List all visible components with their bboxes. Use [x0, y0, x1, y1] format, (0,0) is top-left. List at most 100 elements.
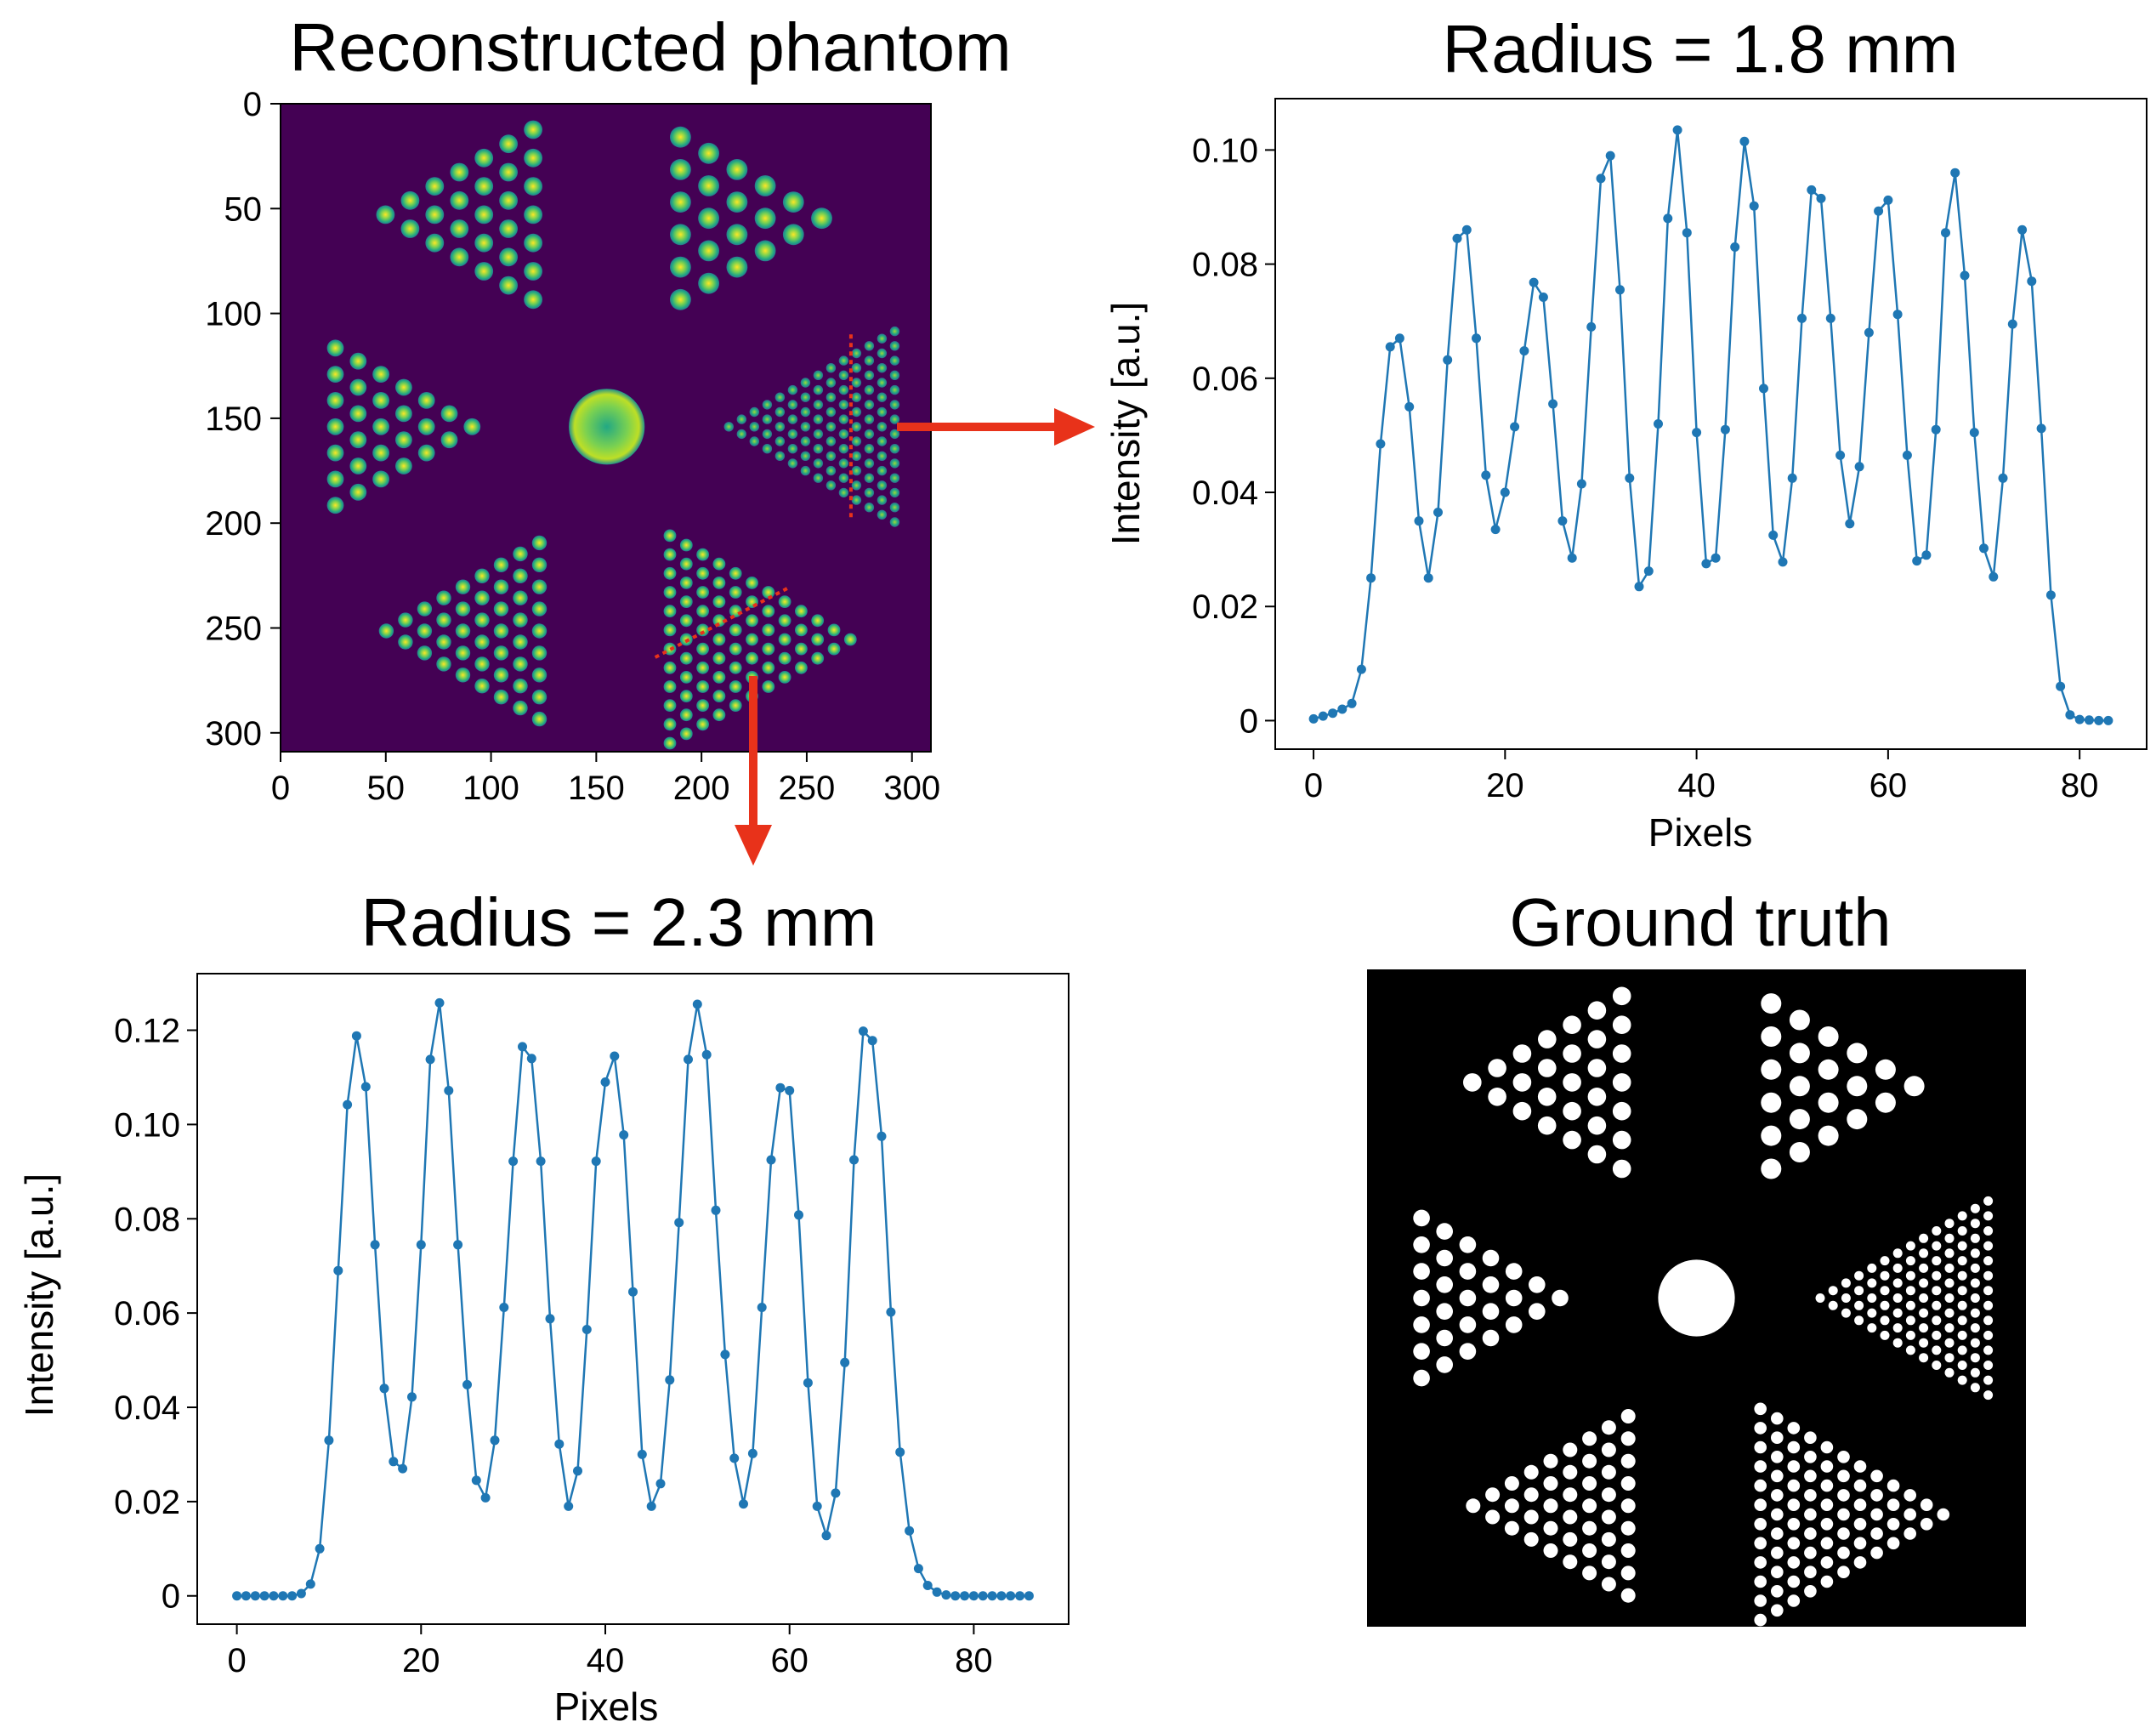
phantom-spot [826, 436, 837, 446]
groundtruth-spot [1488, 1059, 1506, 1077]
phantom-spot [450, 162, 469, 182]
phantom-spot [754, 240, 776, 262]
radius23-point [766, 1155, 776, 1165]
phantom-spot [513, 546, 528, 562]
groundtruth-spot [1847, 1043, 1868, 1064]
phantom-spot [864, 400, 875, 410]
phantom-spot [450, 247, 469, 267]
groundtruth-spot [1789, 1009, 1810, 1031]
groundtruth-spot [1512, 1044, 1532, 1063]
groundtruth-spot [1820, 1556, 1834, 1569]
groundtruth-spot [1504, 1520, 1519, 1536]
groundtruth-spot [1892, 1248, 1903, 1259]
phantom-spot [877, 378, 888, 388]
groundtruth-panel: Ground truth [1367, 884, 2026, 1627]
radius18-point [1701, 559, 1711, 569]
groundtruth-spot [1413, 1369, 1430, 1387]
phantom-spot [663, 605, 677, 618]
phantom-spot [877, 465, 888, 476]
groundtruth-spot [1761, 993, 1782, 1014]
groundtruth-spot [1970, 1353, 1980, 1363]
groundtruth-spot [1905, 1241, 1915, 1251]
phantom-spot [795, 605, 808, 618]
radius18-point [1931, 424, 1941, 435]
groundtruth-spot [1804, 1508, 1817, 1521]
phantom-spot [754, 207, 776, 230]
radius23-point [821, 1531, 831, 1541]
groundtruth-spot [1582, 1543, 1597, 1558]
phantom-spot [864, 384, 875, 395]
phantom-spot [524, 148, 542, 168]
radius18-ytick-label: 0.06 [1192, 361, 1258, 398]
groundtruth-spot [1905, 1256, 1915, 1266]
phantom-spot [762, 661, 775, 674]
phantom-spot [723, 422, 734, 432]
groundtruth-spot [1983, 1375, 1994, 1385]
groundtruth-spot [1957, 1270, 1967, 1281]
radius23-point [591, 1156, 601, 1167]
phantom-spot [800, 406, 811, 418]
phantom-spot [474, 679, 490, 694]
groundtruth-spot [1853, 1498, 1867, 1511]
groundtruth-spot [1787, 1440, 1801, 1454]
phantom-spot [811, 633, 825, 646]
phantom-profile-lines [654, 334, 853, 659]
groundtruth-spot [1552, 1289, 1569, 1307]
phantom-spot [499, 162, 518, 182]
radius18-point [1739, 136, 1750, 146]
groundtruth-spot [1771, 1412, 1784, 1425]
groundtruth-spot [1892, 1263, 1903, 1273]
phantom-spot [696, 699, 709, 712]
radius18-point [2065, 710, 2075, 720]
phantom-spot [474, 568, 490, 583]
radius18-point [1394, 333, 1404, 344]
radius18-point [1950, 168, 1960, 178]
groundtruth-spot [1919, 1338, 1929, 1348]
radius23-point [526, 1054, 536, 1064]
groundtruth-spot [1983, 1390, 1994, 1401]
radius18-point [1883, 195, 1893, 205]
groundtruth-spot [1537, 1116, 1557, 1135]
groundtruth-spot [1413, 1289, 1430, 1307]
groundtruth-spot [1413, 1236, 1430, 1253]
groundtruth-spot [1905, 1270, 1915, 1281]
groundtruth-spot [1944, 1248, 1955, 1259]
radius18-point [1576, 479, 1586, 489]
phantom-spot [746, 614, 758, 628]
phantom-xtick-label: 100 [462, 770, 519, 807]
phantom-xtick-label: 0 [271, 770, 290, 807]
phantom-spot [826, 422, 837, 432]
radius23-point [536, 1156, 546, 1167]
groundtruth-spot [1787, 1460, 1801, 1473]
phantom-spot [499, 190, 518, 210]
groundtruth-spot [1787, 1518, 1801, 1531]
groundtruth-spot [1886, 1479, 1900, 1492]
groundtruth-spot [1837, 1546, 1850, 1560]
phantom-spot [326, 418, 344, 435]
phantom-spot [493, 601, 509, 616]
phantom-spot [349, 405, 367, 423]
groundtruth-spot [1983, 1300, 1994, 1310]
radius23-point [471, 1475, 481, 1486]
groundtruth-spot [1970, 1323, 1980, 1333]
phantom-spot [679, 690, 693, 702]
phantom-spot [889, 444, 900, 454]
groundtruth-spot [1804, 1565, 1817, 1578]
groundtruth-spot [1563, 1073, 1581, 1092]
phantom-spot [712, 690, 726, 702]
radius18-point [2007, 319, 2017, 329]
radius18-point [1472, 333, 1481, 344]
phantom-spot [395, 378, 412, 396]
groundtruth-spot [1957, 1361, 1967, 1370]
phantom-ytick-label: 100 [205, 296, 262, 333]
phantom-spot [417, 392, 435, 409]
groundtruth-spot [1463, 1073, 1482, 1092]
phantom-spot [455, 579, 471, 594]
radius18-point [1835, 450, 1846, 460]
phantom-spot [349, 483, 367, 501]
groundtruth-spot [1875, 1092, 1896, 1113]
groundtruth-spot [1818, 1092, 1839, 1113]
groundtruth-spot [1754, 1537, 1767, 1550]
phantom-spot [425, 233, 445, 253]
phantom-spot [811, 207, 832, 230]
